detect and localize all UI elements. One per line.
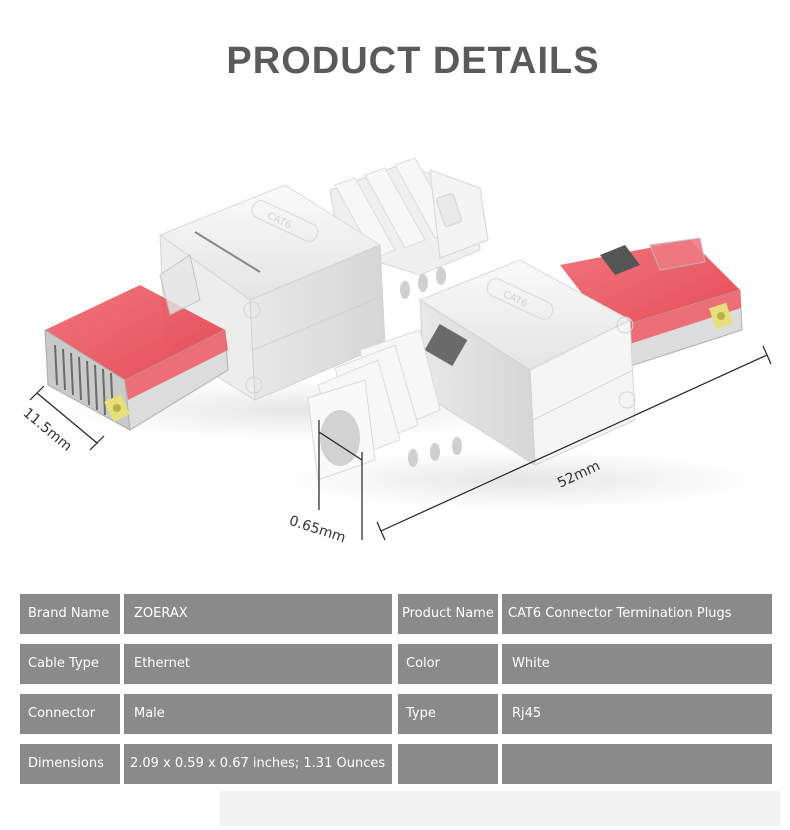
spec-row: Cable Type Ethernet Color White — [20, 644, 772, 684]
spec-value: White — [502, 644, 772, 684]
spec-row: Connector Male Type Rj45 — [20, 694, 772, 734]
spec-value: Rj45 — [502, 694, 772, 734]
spec-value: CAT6 Connector Termination Plugs — [502, 594, 772, 634]
spec-value — [502, 744, 772, 784]
connector-illustration: CAT6 — [29, 157, 772, 541]
product-image: CAT6 — [0, 140, 790, 560]
spec-row: Dimensions 2.09 x 0.59 x 0.67 inches; 1.… — [20, 744, 772, 784]
footer-bar — [220, 791, 780, 826]
spec-label: Dimensions — [20, 744, 120, 784]
spec-label: Connector — [20, 694, 120, 734]
dimension-lines — [29, 345, 772, 541]
spec-label: Color — [398, 644, 498, 684]
spec-value: Ethernet — [124, 644, 392, 684]
spec-value: ZOERAX — [124, 594, 392, 634]
spec-row: Brand Name ZOERAX Product Name CAT6 Conn… — [20, 594, 772, 634]
spec-value: Male — [124, 694, 392, 734]
spec-value: 2.09 x 0.59 x 0.67 inches; 1.31 Ounces — [124, 744, 392, 784]
page-title: PRODUCT DETAILS — [226, 40, 600, 82]
spec-label: Product Name — [398, 594, 498, 634]
spec-label — [398, 744, 498, 784]
left-connector: CAT6 — [44, 157, 489, 431]
spec-label: Brand Name — [20, 594, 120, 634]
spec-label: Cable Type — [20, 644, 120, 684]
spec-label: Type — [398, 694, 498, 734]
right-connector: CAT6 — [307, 237, 743, 481]
